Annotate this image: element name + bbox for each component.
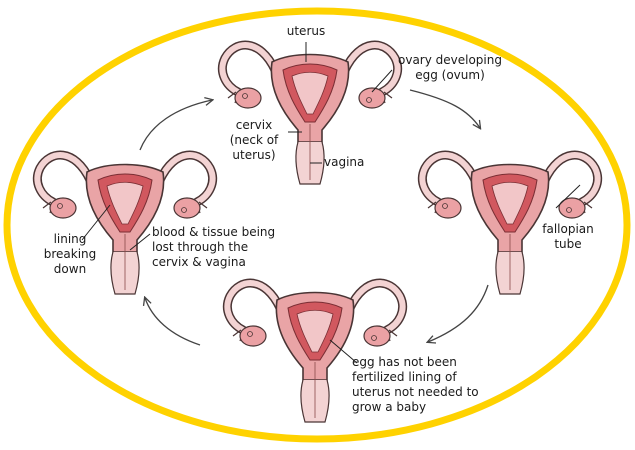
label-uterus: uterus xyxy=(282,24,330,39)
label-lining-breaking: lining breaking down xyxy=(40,232,100,277)
arrow-bottom-to-left xyxy=(145,298,200,345)
arrow-top-to-right xyxy=(410,90,480,128)
label-vagina: vagina xyxy=(324,155,364,170)
label-egg-not-fertilized: egg has not been fertilized lining of ut… xyxy=(352,355,479,415)
label-cervix: cervix (neck of uterus) xyxy=(222,118,286,163)
arrow-right-to-bottom xyxy=(428,285,488,342)
label-blood-tissue: blood & tissue being lost through the ce… xyxy=(152,225,275,270)
arrow-left-to-top xyxy=(140,100,212,150)
label-fallopian: fallopian tube xyxy=(533,222,603,252)
label-ovary: ovary developing egg (ovum) xyxy=(385,53,515,83)
